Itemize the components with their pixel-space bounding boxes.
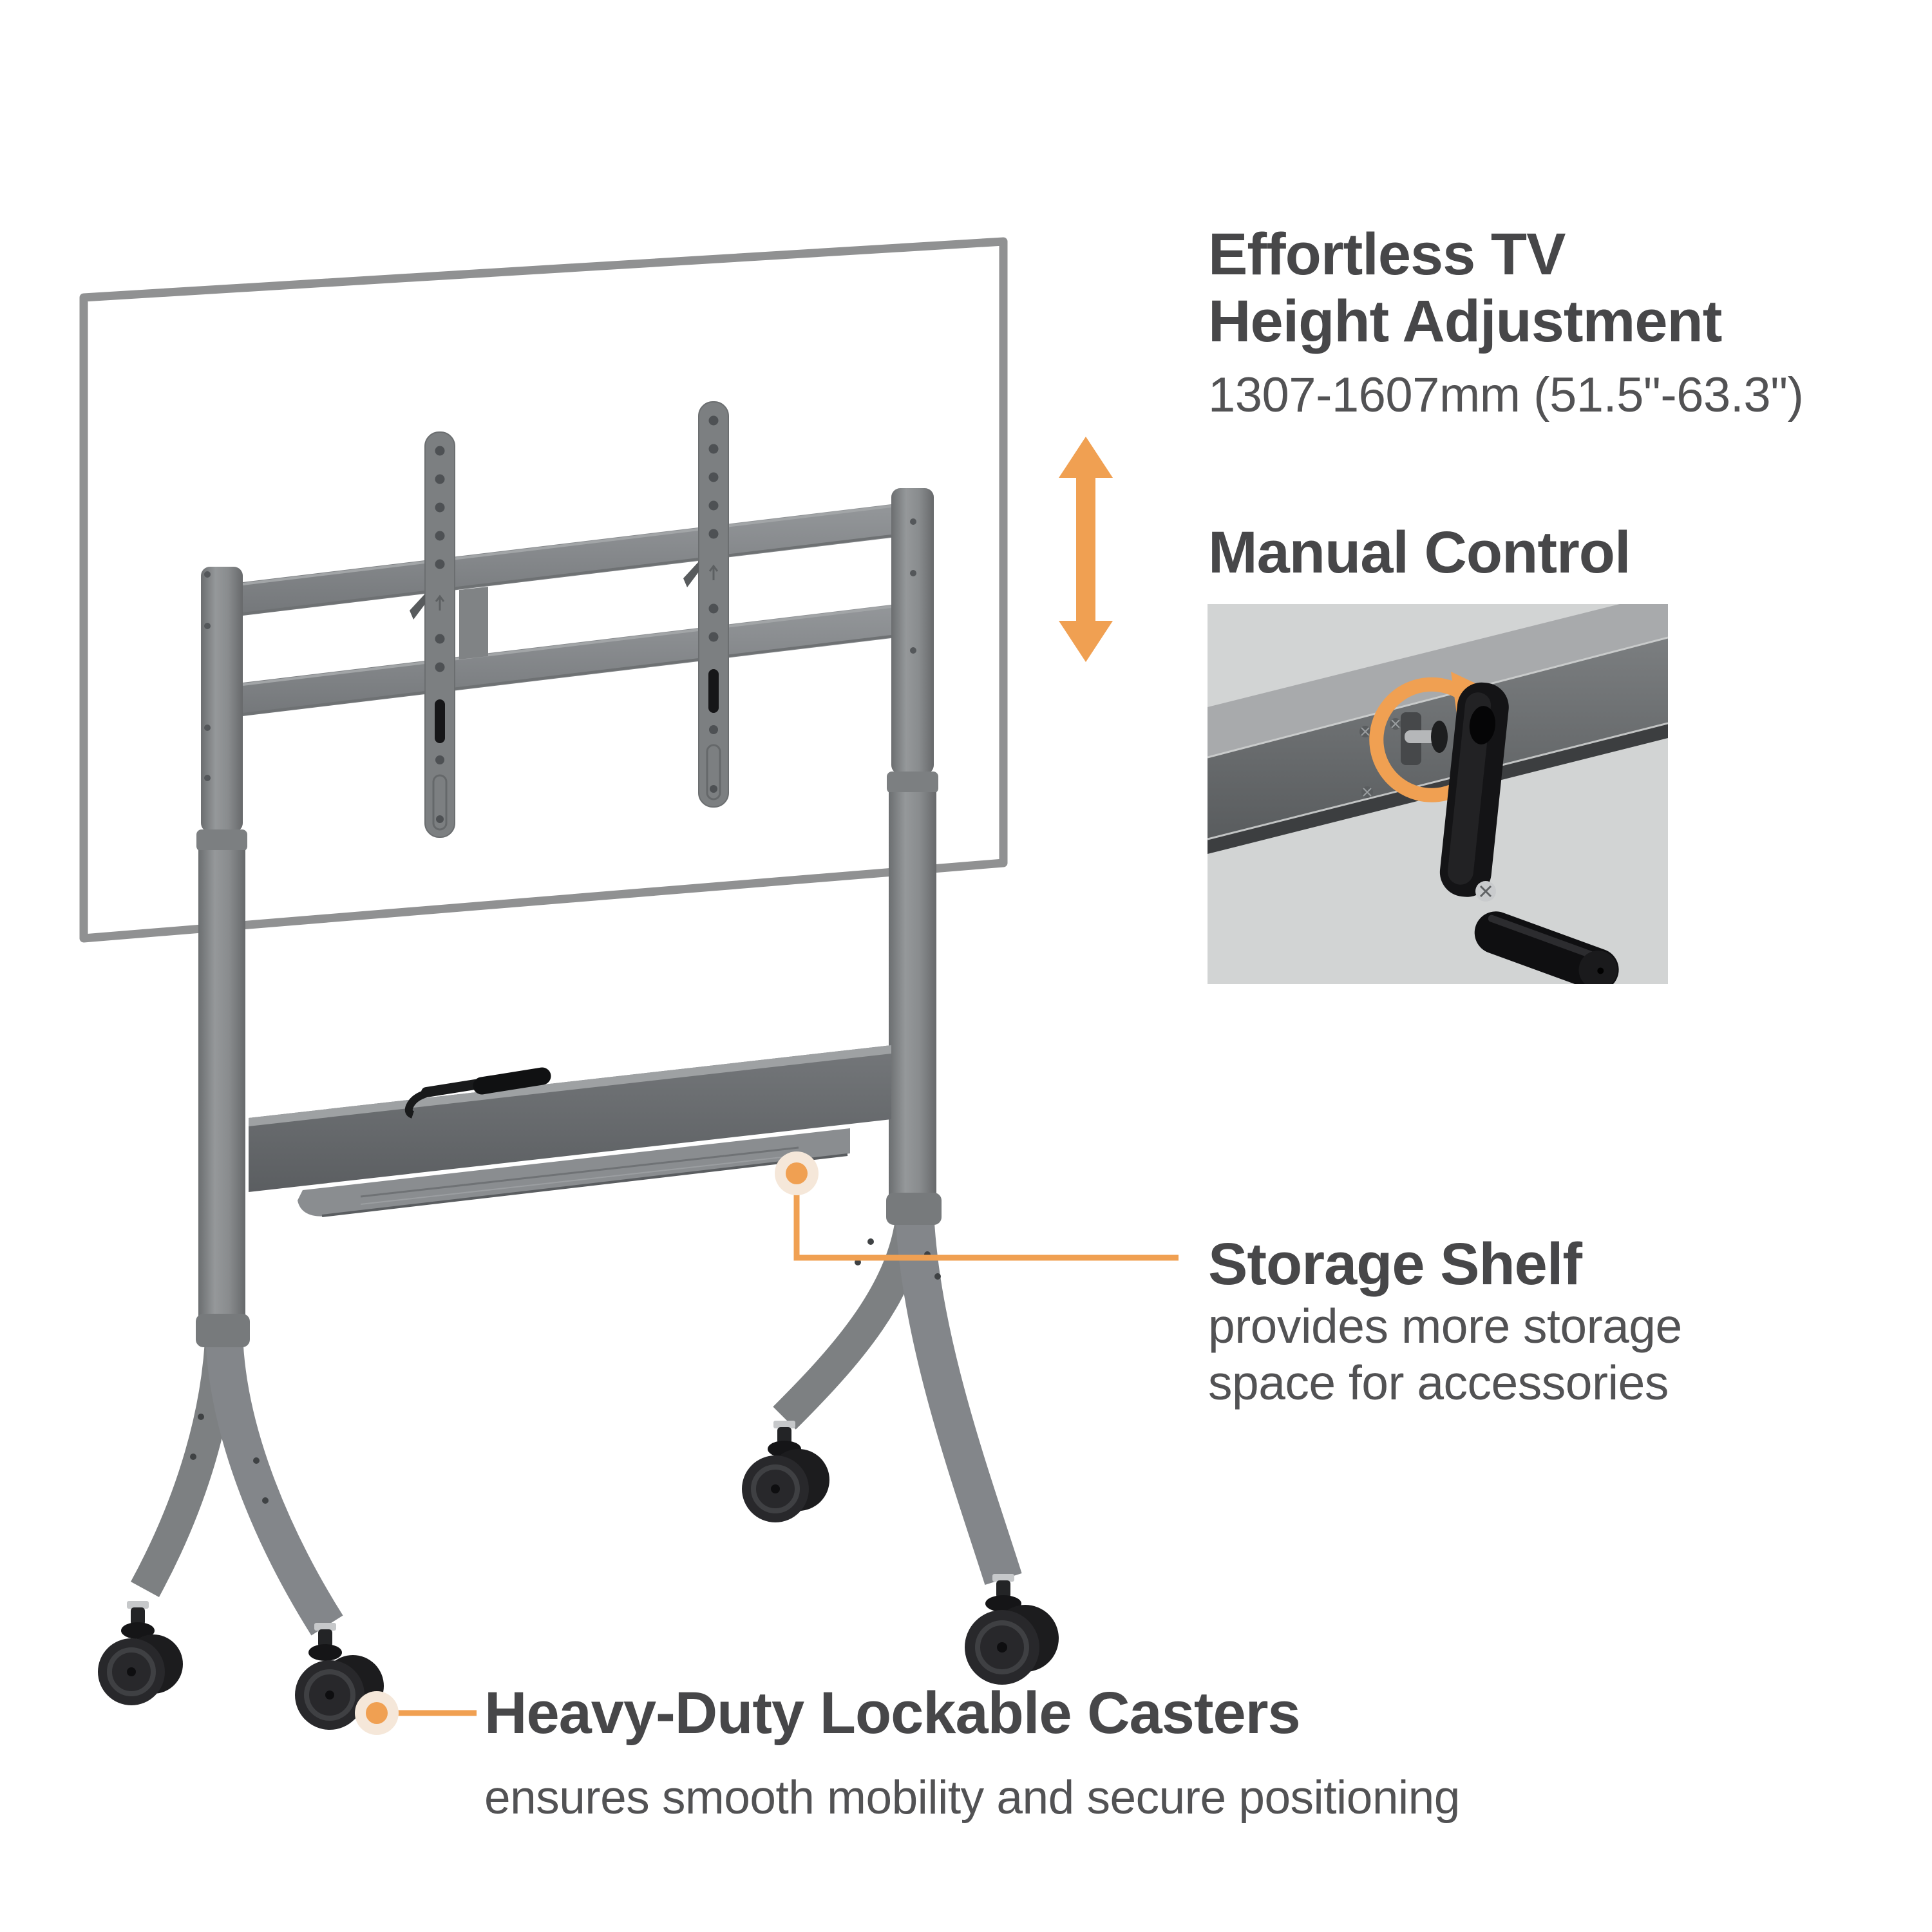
storage-shelf-description: provides more storage space for accessor… [1208, 1298, 1682, 1411]
height-adjustment-arrow-icon [1059, 437, 1113, 662]
storage-shelf-tray [298, 1128, 850, 1217]
junction-cap-left [196, 1314, 250, 1347]
junction-cap-right [886, 1193, 942, 1225]
crossbar-center-connector [459, 587, 488, 659]
height-adjustment-heading: Effortless TV Height Adjustment [1208, 221, 1722, 355]
caster-back-left [98, 1601, 183, 1705]
casters-description: ensures smooth mobility and secure posit… [484, 1772, 1460, 1824]
caster-callout-dot [366, 1702, 388, 1724]
storage-shelf-description-line1: provides more storage [1208, 1299, 1682, 1353]
caster-front-right [965, 1574, 1059, 1685]
manual-control-inset [1208, 604, 1668, 984]
casters-heading: Heavy-Duty Lockable Casters [484, 1680, 1301, 1746]
height-adjustment-range: 1307-1607mm (51.5"-63.3") [1208, 368, 1804, 422]
vesa-bracket-left [410, 431, 455, 838]
up-arrow-marking [708, 564, 719, 580]
folded-crank-handle [404, 1067, 551, 1119]
height-adjustment-heading-line2: Height Adjustment [1208, 289, 1722, 354]
up-arrow-marking [435, 594, 445, 611]
storage-shelf-description-line2: space for accessories [1208, 1356, 1669, 1410]
upper-crossbar [242, 504, 892, 616]
height-adjustment-heading-line1: Effortless TV [1208, 222, 1566, 287]
lower-crossbar [242, 605, 892, 716]
leg-front-left [190, 1332, 343, 1636]
leg-back-right [773, 1204, 929, 1430]
right-column [887, 488, 938, 1211]
vesa-bracket-right [683, 401, 729, 808]
caster-front-left [295, 1623, 384, 1730]
crank-handle [1401, 682, 1619, 984]
caster-callout [355, 1691, 477, 1735]
storage-shelf-callout [775, 1151, 1179, 1261]
storage-shelf-heading: Storage Shelf [1208, 1231, 1582, 1297]
manual-control-heading: Manual Control [1208, 520, 1631, 585]
left-column [196, 567, 247, 1333]
storage-shelf-callout-dot [786, 1162, 808, 1184]
caster-back-right [742, 1421, 829, 1522]
tv-outline [79, 237, 1008, 943]
leg-front-right [855, 1209, 1022, 1586]
